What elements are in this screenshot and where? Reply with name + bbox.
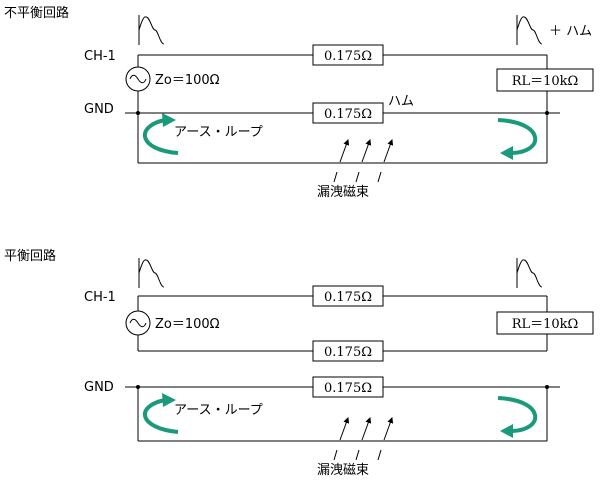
source-waveform-icon [138,15,165,45]
ch1-label: CH-1 [84,290,116,305]
cold-resistor-value: 0.175Ω [324,345,372,360]
source-impedance: Zo＝100Ω [155,317,220,332]
load-value: RL＝10kΩ [512,74,579,89]
ground-loop-arrow-left-icon [143,393,179,434]
gnd-label: GND [84,380,114,395]
ground-resistor [312,102,384,124]
hum-plus-label: ＋ ハム [549,24,592,39]
ground-loop-arrow-right-icon [497,118,538,160]
ground-loop-arrow-right-icon [497,396,538,438]
gnd-label: GND [84,102,114,117]
ground-resistor-value: 0.175Ω [324,381,372,396]
signal-resistor [312,44,384,66]
hum-label: ハム [388,94,414,109]
ground-loop-arrow-left-icon [143,113,179,155]
ground-resistor [312,376,384,398]
ground-loop-label: アース・ループ [174,403,263,418]
unbalanced-title: 不平衡回路 [4,5,69,21]
load-waveform-icon [516,258,543,288]
balanced-circuit: 平衡回路 CH-1 GND 0.175Ω Zo＝100Ω RL＝10kΩ [4,248,594,478]
load-resistor [496,68,594,92]
balanced-title: 平衡回路 [4,248,56,264]
hot-resistor [312,285,384,307]
load-resistor [496,311,594,335]
load-value: RL＝10kΩ [512,317,579,332]
source-waveform-icon [138,258,165,288]
source-impedance: Zo＝100Ω [155,73,220,88]
load-waveform-icon [516,15,543,45]
ground-loop-label: アース・ループ [174,125,263,140]
leakage-flux-arrows [333,417,394,461]
unbalanced-circuit: 不平衡回路 ＋ ハム CH-1 GND 0.175Ω Zo＝100Ω RL＝1 [4,5,594,200]
signal-resistor-value: 0.175Ω [324,49,372,64]
cold-resistor [312,340,384,362]
ch1-label: CH-1 [84,49,116,64]
ground-resistor-value: 0.175Ω [324,107,372,122]
hot-resistor-value: 0.175Ω [324,290,372,305]
leakage-flux-arrows [333,139,394,183]
leakage-flux-label: 漏洩磁束 [317,184,369,200]
leakage-flux-label: 漏洩磁束 [317,462,369,478]
